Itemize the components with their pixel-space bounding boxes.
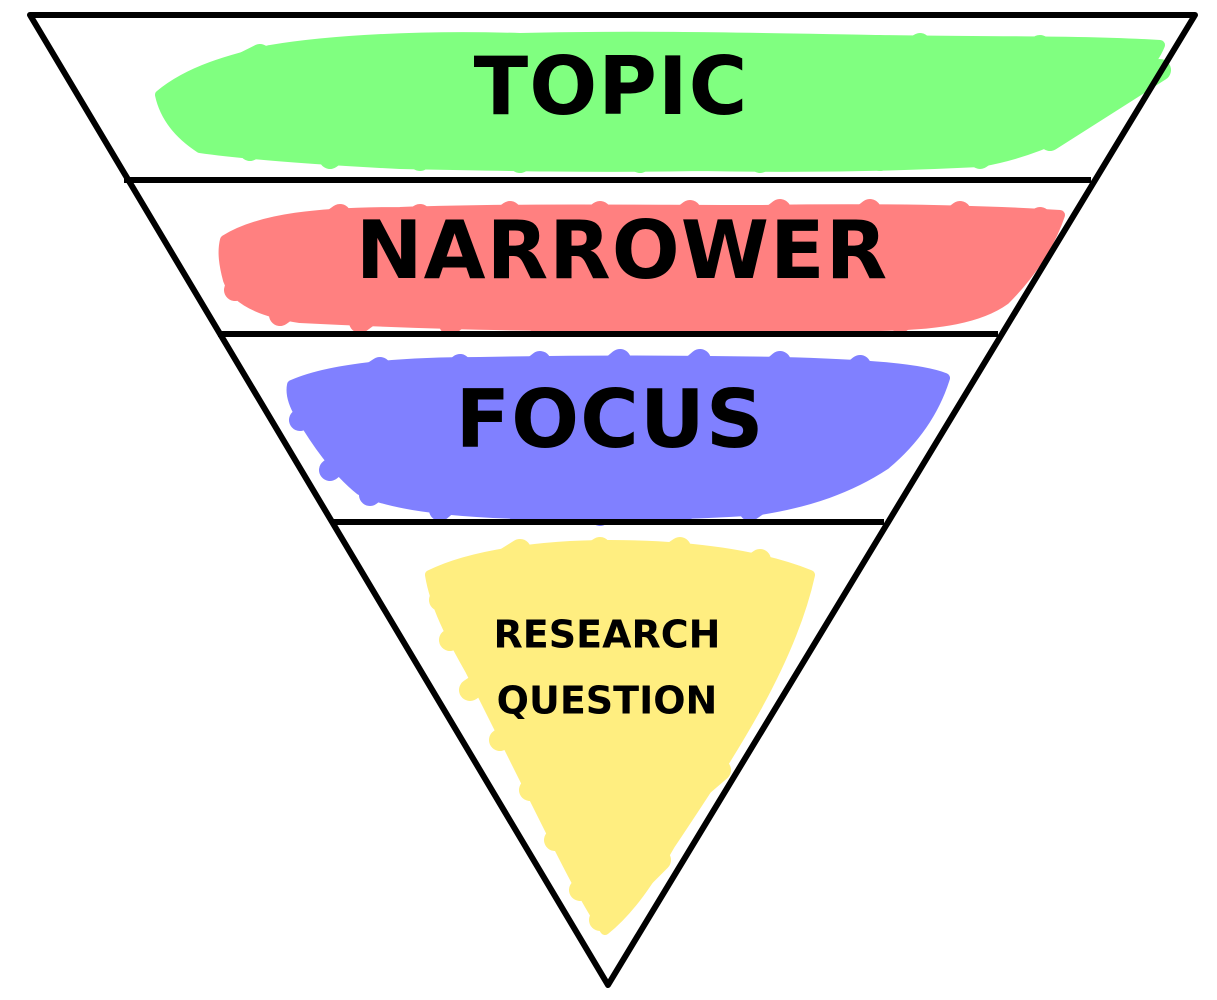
narrower-label: NARROWER — [356, 204, 889, 297]
narrower-scribble — [218, 199, 1065, 337]
research-question-scribble-strokes — [429, 537, 801, 931]
focus-label: FOCUS — [456, 373, 765, 466]
topic-scribble — [155, 31, 1171, 173]
scribble-fills — [155, 31, 1171, 935]
topic-scribble-strokes — [159, 33, 1171, 173]
funnel-outline — [27, 12, 1198, 988]
research-question-label-line-2: QUESTION — [497, 679, 718, 723]
narrower-scribble-strokes — [224, 199, 1051, 337]
focus-scribble-strokes — [289, 349, 941, 526]
focus-scribble — [286, 349, 950, 526]
funnel-triangle — [27, 12, 1198, 988]
research-question-scribble — [425, 537, 815, 935]
funnel-labels: TOPIC NARROWER FOCUS RESEARCH QUESTION — [356, 40, 889, 723]
topic-label: TOPIC — [474, 40, 749, 133]
research-question-label-line-1: RESEARCH — [494, 613, 721, 657]
